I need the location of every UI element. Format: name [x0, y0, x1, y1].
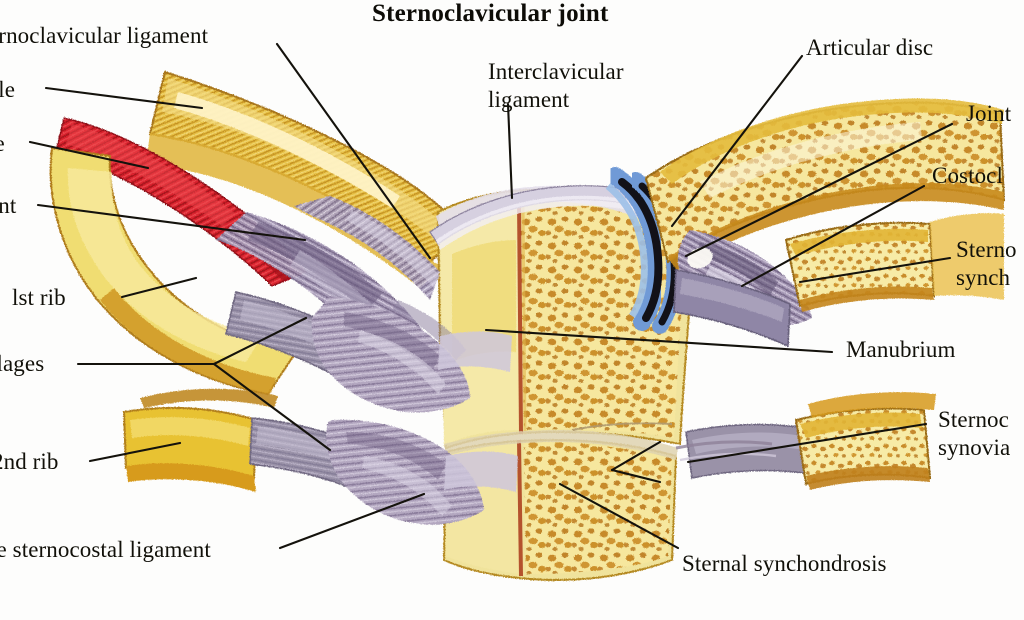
label-first-rib: lst rib [12, 285, 66, 310]
sternal-synchondrosis-band [444, 430, 678, 460]
label-sternocostal-synchondrosis-line2: synch [956, 265, 1011, 290]
label-joint: Joint [966, 101, 1012, 126]
fibre-fan-upper [438, 331, 512, 372]
label-sternocostal-synchondrosis-line1: Sterno [956, 237, 1017, 262]
label-costoclavicular: Costocl [932, 163, 1003, 188]
label-cartilages: ilages [0, 351, 45, 376]
fibre-fan-lower [444, 451, 518, 492]
right-second-rib [794, 392, 936, 490]
label-muscle: le [0, 130, 5, 157]
label-second-rib: 2nd rib [0, 449, 59, 474]
label-ligament: ent [0, 193, 17, 218]
right-first-rib [784, 213, 1004, 312]
label-sternal-synchondrosis: Sternal synchondrosis [682, 551, 887, 576]
radiate-sternocostal-ligament-lower [326, 419, 484, 525]
label-clavicle: cle [0, 77, 16, 102]
radiate-sternocostal-ligament-upper [311, 296, 470, 413]
label-radiate-sternocostal-ligament: te sternocostal ligament [0, 537, 211, 562]
second-rib [122, 388, 278, 492]
label-manubrium: Manubrium [846, 337, 956, 362]
label-sternocostal-synovial-line1: Sternoc [938, 407, 1009, 432]
figure-title: Sternoclavicular joint [372, 0, 609, 27]
label-articular-disc: Articular disc [806, 35, 934, 60]
sternal-angle-detail [571, 422, 673, 431]
leader-lines [28, 42, 954, 550]
label-sternocostal-synovial-line2: synovia [938, 435, 1011, 460]
label-interclavicular-ligament-line1: Interclavicular [488, 59, 624, 84]
sternoclavicular-ligament-upper [294, 196, 440, 300]
label-anterior-sternoclavicular-ligament: ernoclavicular ligament [0, 23, 209, 48]
sternocostal-synovial-joint [675, 440, 777, 462]
manubrium [436, 185, 692, 450]
label-interclavicular-ligament-line2: ligament [488, 87, 570, 112]
clavicle-highlight [174, 92, 400, 208]
right-first-costal-cartilage [673, 269, 791, 348]
